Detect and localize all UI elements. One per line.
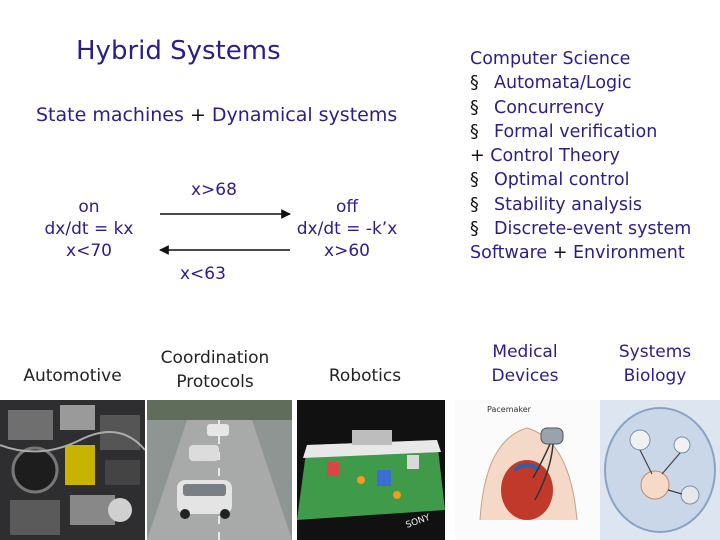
- cell-signaling-diagram: [600, 400, 720, 540]
- control-item: §Discrete-event system: [470, 219, 692, 240]
- subtitle-plus: +: [189, 104, 206, 126]
- computer-science-list: Computer Science §Automata/Logic §Concur…: [470, 47, 691, 266]
- cs-item: §Concurrency: [470, 97, 605, 118]
- state-off-flow: dx/dt = -k’x: [296, 219, 398, 239]
- pacemaker-caption: Pacemaker: [487, 405, 532, 414]
- cs-heading: Computer Science: [470, 49, 631, 69]
- state-off: off dx/dt = -k’x x>60: [288, 196, 406, 262]
- slide-title: Hybrid Systems: [76, 36, 281, 66]
- highway-cars-photo: [147, 400, 292, 540]
- robot-soccer-photo: SONY: [297, 400, 445, 540]
- control-item: §Optimal control: [470, 170, 630, 191]
- label-systems-biology: Systems Biology: [618, 342, 692, 386]
- car-engine-photo: [0, 400, 145, 540]
- label-robotics: Robotics: [328, 366, 402, 386]
- guard-bottom: x<63: [180, 264, 226, 284]
- transition-arrows: [159, 209, 291, 255]
- subtitle-dynamical-systems: Dynamical systems: [211, 104, 398, 126]
- subtitle-state-machines: State machines: [36, 104, 184, 126]
- cs-item: §Formal verification: [470, 121, 658, 142]
- state-off-invariant: x>60: [324, 241, 370, 261]
- state-on-invariant: x<70: [66, 241, 112, 261]
- guard-top: x>68: [191, 180, 237, 200]
- software-environment-line: Software + Environment: [470, 243, 685, 264]
- state-off-name: off: [335, 197, 359, 217]
- label-medical-devices: Medical Devices: [491, 342, 559, 386]
- state-on-name: on: [78, 197, 100, 217]
- pacemaker-diagram: Pacemaker: [455, 400, 600, 540]
- control-theory-heading: + Control Theory: [470, 146, 620, 167]
- cs-item: §Automata/Logic: [470, 73, 632, 94]
- subtitle: State machines + Dynamical systems: [36, 104, 397, 126]
- control-item: §Stability analysis: [470, 194, 643, 215]
- label-automotive: Automotive: [23, 366, 122, 386]
- state-on-flow: dx/dt = kx: [44, 219, 134, 239]
- label-coordination-protocols: Coordination Protocols: [160, 348, 270, 392]
- state-on: on dx/dt = kx x<70: [30, 196, 148, 262]
